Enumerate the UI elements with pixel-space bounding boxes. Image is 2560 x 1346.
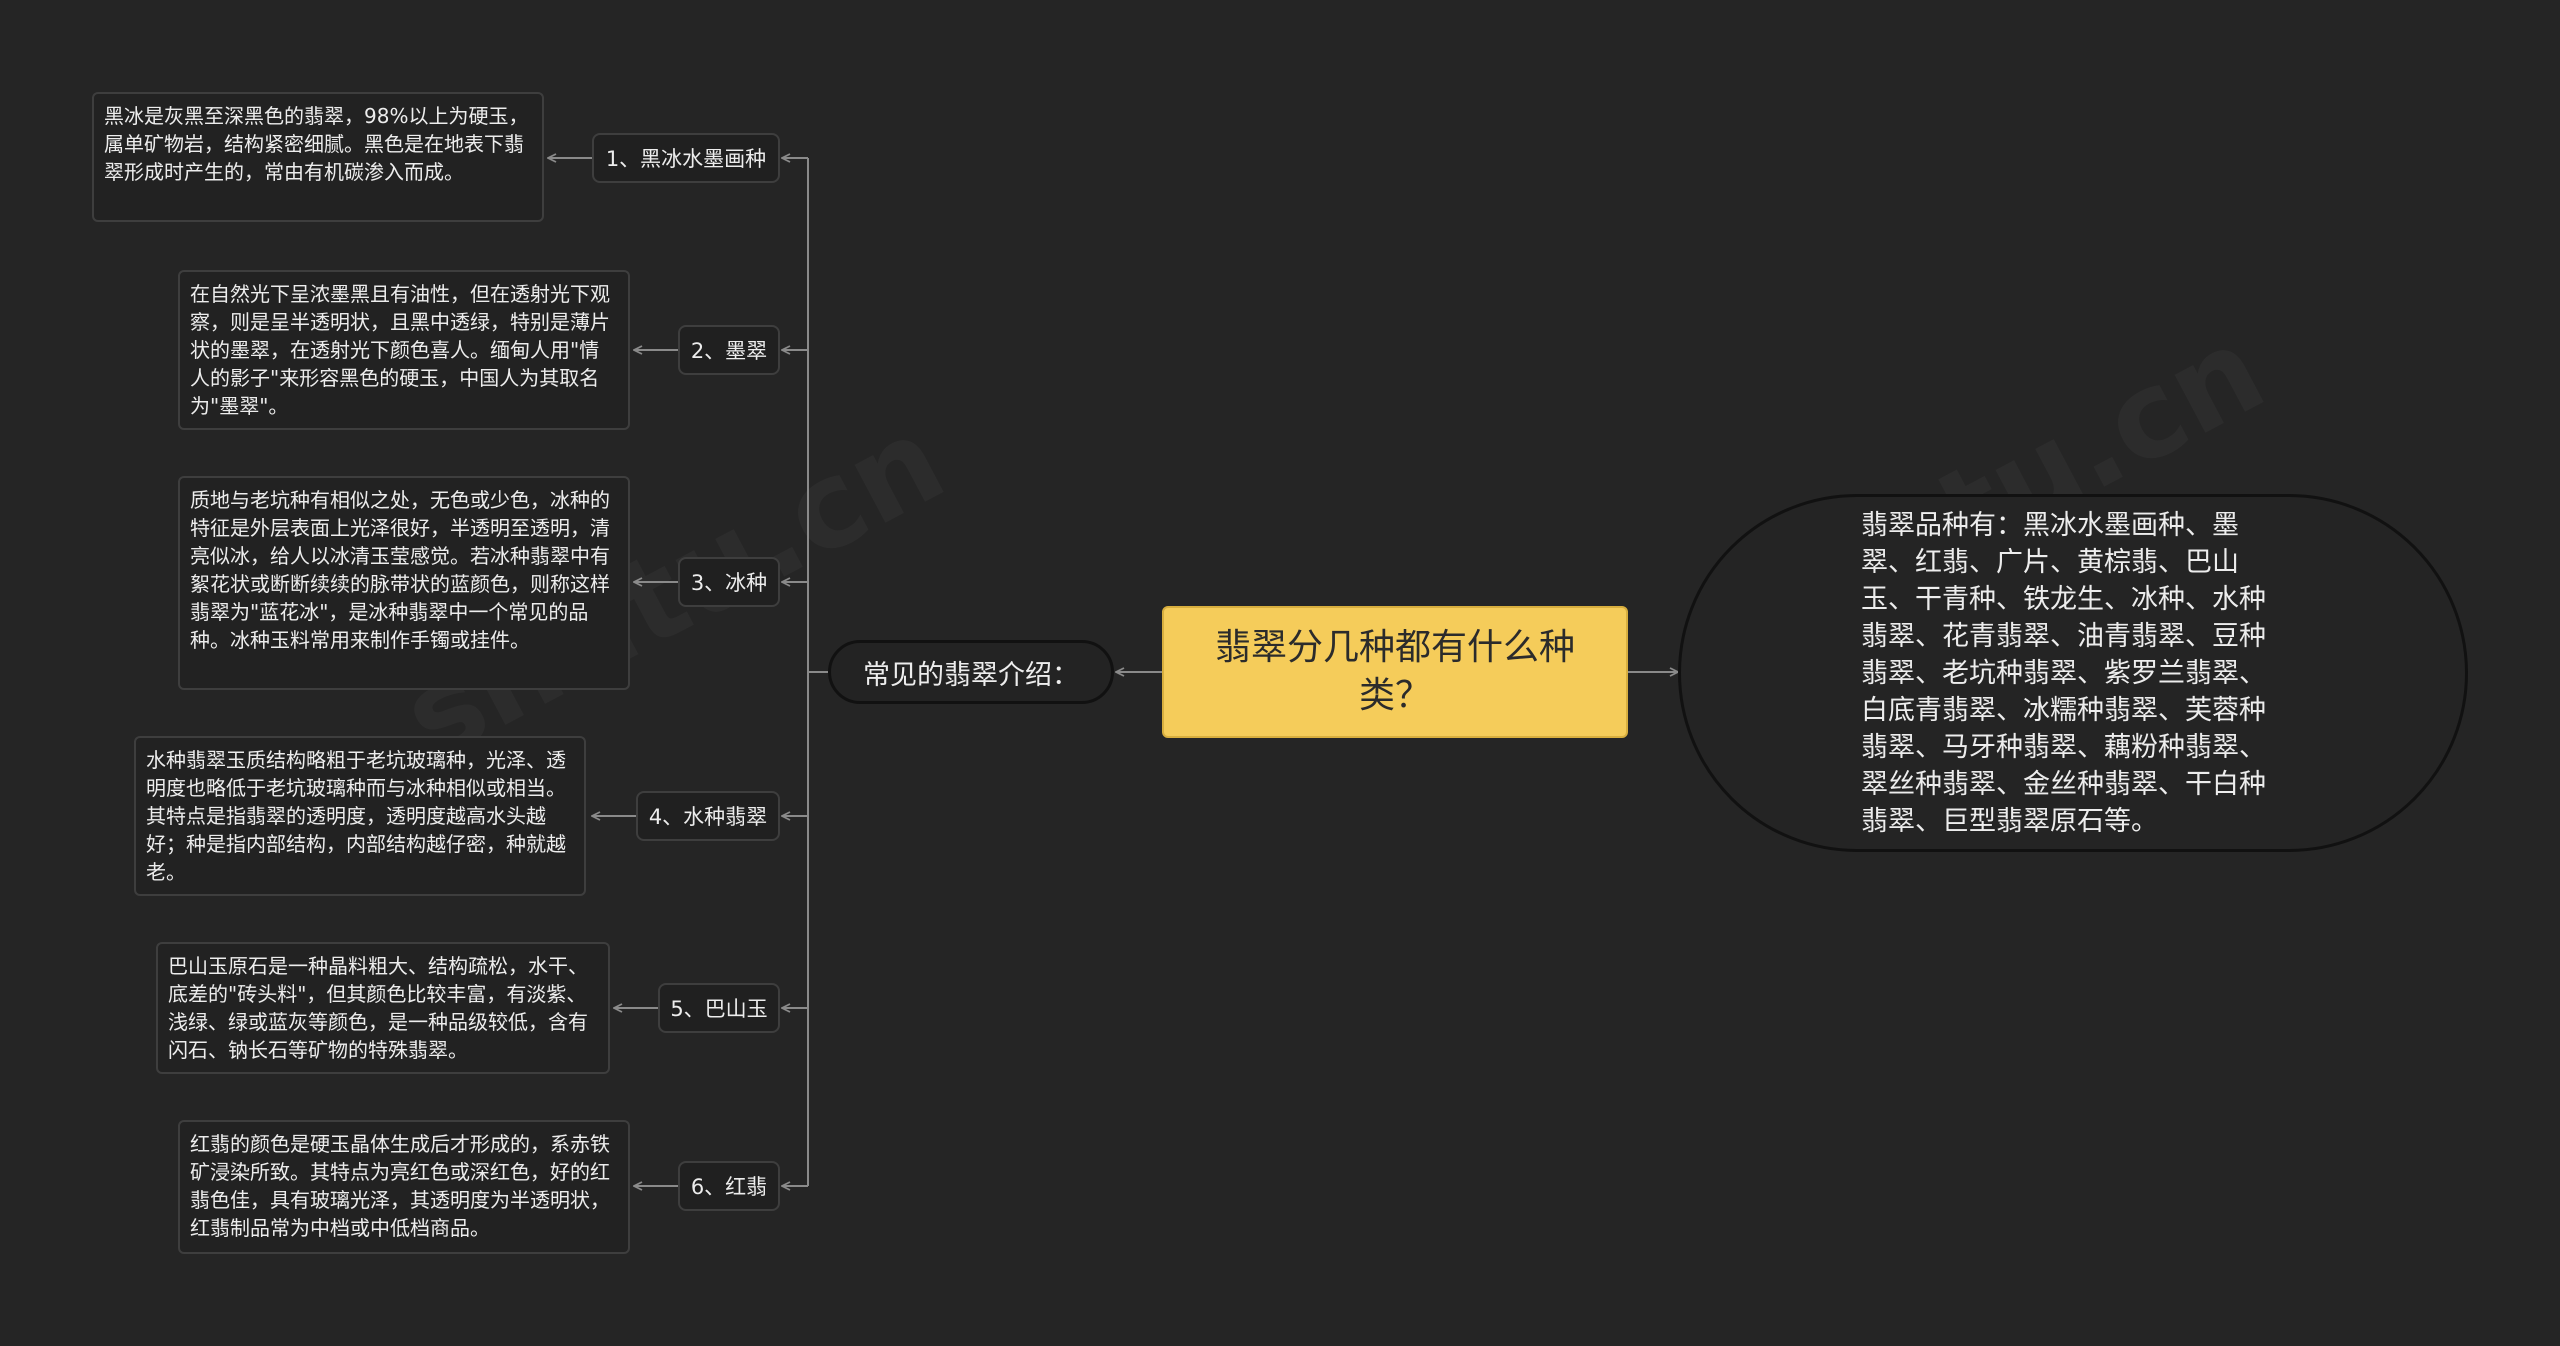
central-topic[interactable]: 翡翠分几种都有什么种类？: [1162, 606, 1628, 738]
topic-label-text: 4、水种翡翠: [648, 805, 768, 829]
topic-note-1[interactable]: 黑冰是灰黑至深黑色的翡翠，98%以上为硬玉，属单矿物岩，结构紧密细腻。黑色是在地…: [92, 92, 544, 222]
topic-note-text: 质地与老坑种有相似之处，无色或少色，冰种的特征是外层表面上光泽很好，半透明至透明…: [190, 488, 610, 652]
topic-label-text: 6、红翡: [690, 1175, 768, 1199]
topic-label-2[interactable]: 2、墨翠: [678, 325, 780, 375]
topic-label-3[interactable]: 3、冰种: [678, 557, 780, 607]
topic-note-5[interactable]: 巴山玉原石是一种晶料粗大、结构疏松，水干、底差的"砖头料"，但其颜色比较丰富，有…: [156, 942, 610, 1074]
summary-node[interactable]: 翡翠品种有：黑冰水墨画种、墨翠、红翡、广片、黄棕翡、巴山玉、干青种、铁龙生、冰种…: [1678, 494, 2468, 852]
topic-label-6[interactable]: 6、红翡: [678, 1161, 780, 1211]
branch-label: 常见的翡翠介绍：: [863, 659, 1079, 691]
topic-note-text: 水种翡翠玉质结构略粗于老坑玻璃种，光泽、透明度也略低于老坑玻璃种而与冰种相似或相…: [146, 748, 566, 884]
topic-note-2[interactable]: 在自然光下呈浓墨黑且有油性，但在透射光下观察，则是呈半透明状，且黑中透绿，特别是…: [178, 270, 630, 430]
topic-note-text: 红翡的颜色是硬玉晶体生成后才形成的，系赤铁矿浸染所致。其特点为亮红色或深红色，好…: [190, 1132, 610, 1240]
topic-label-5[interactable]: 5、巴山玉: [658, 983, 780, 1033]
topic-note-4[interactable]: 水种翡翠玉质结构略粗于老坑玻璃种，光泽、透明度也略低于老坑玻璃种而与冰种相似或相…: [134, 736, 586, 896]
topic-note-text: 巴山玉原石是一种晶料粗大、结构疏松，水干、底差的"砖头料"，但其颜色比较丰富，有…: [168, 954, 588, 1062]
topic-note-3[interactable]: 质地与老坑种有相似之处，无色或少色，冰种的特征是外层表面上光泽很好，半透明至透明…: [178, 476, 630, 690]
central-topic-text: 翡翠分几种都有什么种类？: [1214, 627, 1575, 716]
topic-note-text: 在自然光下呈浓墨黑且有油性，但在透射光下观察，则是呈半透明状，且黑中透绿，特别是…: [190, 282, 610, 418]
topic-label-4[interactable]: 4、水种翡翠: [636, 791, 780, 841]
topic-label-text: 3、冰种: [690, 571, 768, 595]
topic-label-text: 1、黑冰水墨画种: [605, 147, 767, 171]
topic-note-6[interactable]: 红翡的颜色是硬玉晶体生成后才形成的，系赤铁矿浸染所致。其特点为亮红色或深红色，好…: [178, 1120, 630, 1254]
summary-text: 翡翠品种有：黑冰水墨画种、墨翠、红翡、广片、黄棕翡、巴山玉、干青种、铁龙生、冰种…: [1861, 509, 2266, 837]
topic-label-1[interactable]: 1、黑冰水墨画种: [592, 133, 780, 183]
topic-label-text: 5、巴山玉: [670, 997, 768, 1021]
topic-note-text: 黑冰是灰黑至深黑色的翡翠，98%以上为硬玉，属单矿物岩，结构紧密细腻。黑色是在地…: [104, 104, 529, 184]
branch-node[interactable]: 常见的翡翠介绍：: [828, 640, 1114, 704]
topic-label-text: 2、墨翠: [690, 339, 768, 363]
